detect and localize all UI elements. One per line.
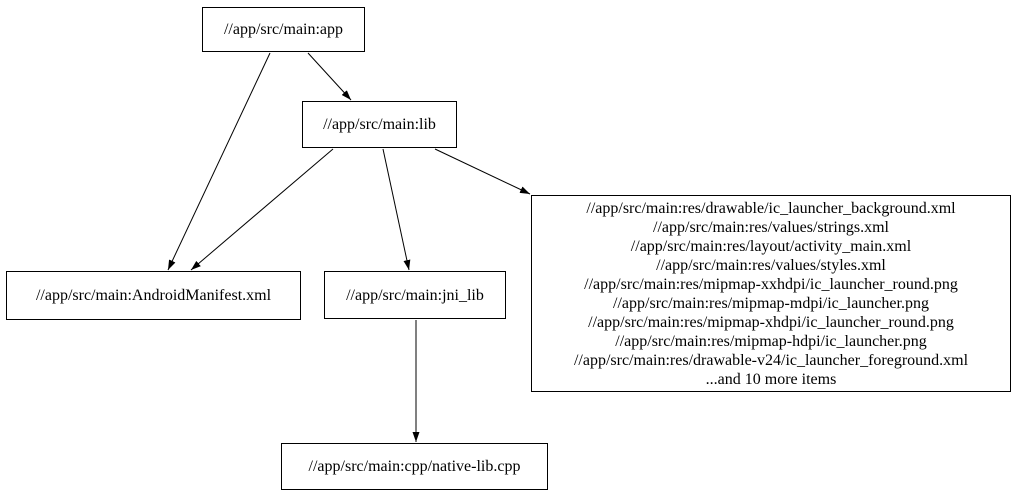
res-group-line: //app/src/main:res/mipmap-hdpi/ic_launch…	[615, 332, 927, 350]
graph-node-app-label: //app/src/main:app	[223, 21, 344, 38]
res-group-line: //app/src/main:res/mipmap-xhdpi/ic_launc…	[588, 313, 954, 331]
res-group-line: //app/src/main:res/layout/activity_main.…	[630, 237, 912, 255]
res-group-line: //app/src/main:res/drawable/ic_launcher_…	[586, 199, 956, 217]
edge-app-to-lib	[307, 52, 352, 101]
graph-node-jni-lib-label: //app/src/main:jni_lib	[346, 286, 484, 304]
res-group-line: //app/src/main:res/drawable-v24/ic_launc…	[573, 351, 969, 369]
graph-node-jni-lib: //app/src/main:jni_lib	[324, 271, 506, 319]
edge-lib-to-manifest	[190, 148, 334, 271]
graph-node-native-lib-cpp: //app/src/main:cpp/native-lib.cpp	[281, 443, 548, 490]
res-group-line: //app/src/main:res/values/styles.xml	[656, 256, 886, 274]
graph-node-android-manifest: //app/src/main:AndroidManifest.xml	[6, 271, 301, 320]
edge-app-to-manifest	[167, 52, 271, 271]
graph-node-android-manifest-label: //app/src/main:AndroidManifest.xml	[35, 287, 272, 304]
graph-node-lib-label: //app/src/main:lib	[323, 116, 436, 133]
res-group-line: //app/src/main:res/values/strings.xml	[653, 218, 889, 236]
graph-node-lib: //app/src/main:lib	[302, 101, 457, 148]
graph-node-native-lib-cpp-label: //app/src/main:cpp/native-lib.cpp	[308, 458, 521, 475]
res-group-line: //app/src/main:res/mipmap-xxhdpi/ic_laun…	[584, 275, 958, 293]
res-group-line: //app/src/main:res/mipmap-mdpi/ic_launch…	[613, 294, 929, 312]
graph-node-res-group-lines: //app/src/main:res/drawable/ic_launcher_…	[574, 199, 968, 389]
edge-lib-to-jni-lib	[382, 148, 411, 271]
res-group-more-items: ...and 10 more items	[705, 370, 837, 388]
graph-node-app: //app/src/main:app	[202, 7, 365, 52]
graph-node-res-group: //app/src/main:res/drawable/ic_launcher_…	[531, 195, 1011, 392]
edge-lib-to-res-group	[434, 148, 531, 195]
